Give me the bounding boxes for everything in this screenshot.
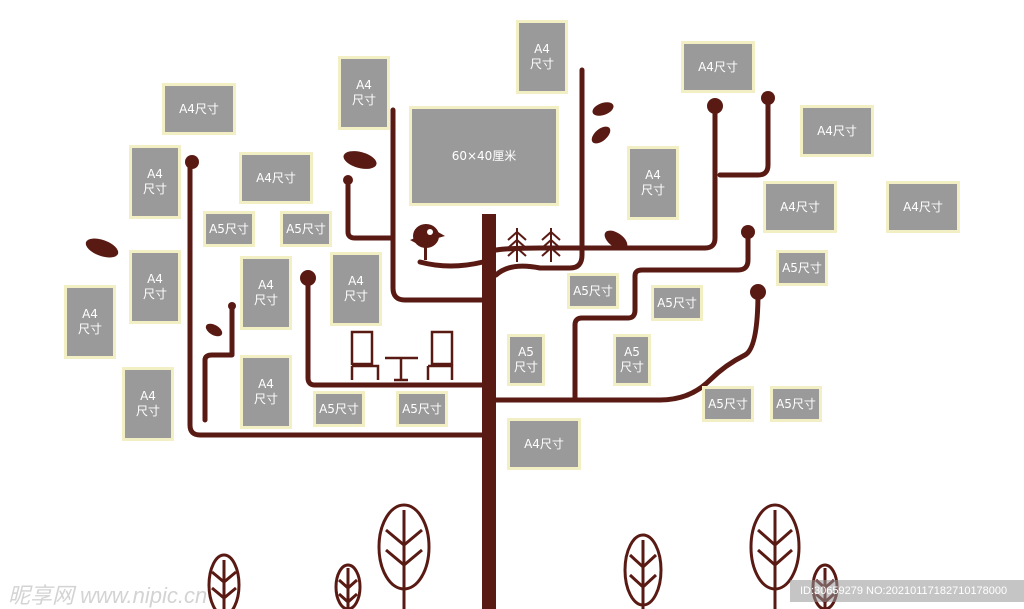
bird-icon [410,224,445,260]
photo-frame-a4: A4尺寸 [507,418,581,470]
photo-frame-a4: A4 尺寸 [627,146,679,220]
photo-frame-a4: A4 尺寸 [129,145,181,219]
photo-frame-a5: A5尺寸 [313,391,365,427]
photo-frame-a4: A4尺寸 [800,105,874,157]
photo-frame-a4: A4尺寸 [162,83,236,135]
photo-frame-a5: A5尺寸 [567,273,619,309]
watermark-id: ID:30659279 NO:20210117182710178000 [790,580,1024,602]
photo-frame-a4: A4尺寸 [886,181,960,233]
photo-frame-a5: A5 尺寸 [613,334,651,386]
bottom-leaf-trees [207,503,839,609]
photo-frame-a4: A4 尺寸 [122,367,174,441]
branch [202,303,235,423]
photo-frame-a5: A5尺寸 [203,211,255,247]
photo-frame-a5: A5尺寸 [280,211,332,247]
photo-frame-a5: A5 尺寸 [507,334,545,386]
photo-frame-a5: A5尺寸 [770,386,822,422]
branch [345,177,396,241]
photo-frame-a5: A5尺寸 [651,285,703,321]
photo-frame-60x40: 60×40厘米 [409,106,559,206]
photo-frame-a5: A5尺寸 [702,386,754,422]
photo-frame-a5: A5尺寸 [776,250,828,286]
branch [187,159,486,438]
photo-frame-a4: A4 尺寸 [338,56,390,130]
photo-frame-a4: A4 尺寸 [330,252,382,326]
photo-frame-a4: A4 尺寸 [516,20,568,94]
photo-frame-a4: A4 尺寸 [240,256,292,330]
photo-frame-a4: A4尺寸 [681,41,755,93]
photo-frame-a4: A4 尺寸 [240,355,292,429]
branch [717,95,771,178]
branch [572,229,751,403]
branch [417,259,486,269]
table-and-chairs-icon [350,330,454,382]
tree-branches [187,67,771,438]
watermark-logo: 昵享网 www.nipic.cn [8,583,208,608]
tree-trunk [482,214,496,609]
leaf-icons [85,102,628,337]
branch [493,67,585,278]
pine-tree-icons [507,228,561,262]
photo-frame-a4: A4尺寸 [763,181,837,233]
photo-frame-a4: A4 尺寸 [64,285,116,359]
branch [305,275,486,388]
branch [390,107,486,303]
photo-frame-a4: A4 尺寸 [129,250,181,324]
branch-end-dots [185,91,775,310]
branch [493,103,718,253]
branch [493,289,761,403]
photo-frame-a5: A5尺寸 [396,391,448,427]
photo-frame-a4: A4尺寸 [239,152,313,204]
